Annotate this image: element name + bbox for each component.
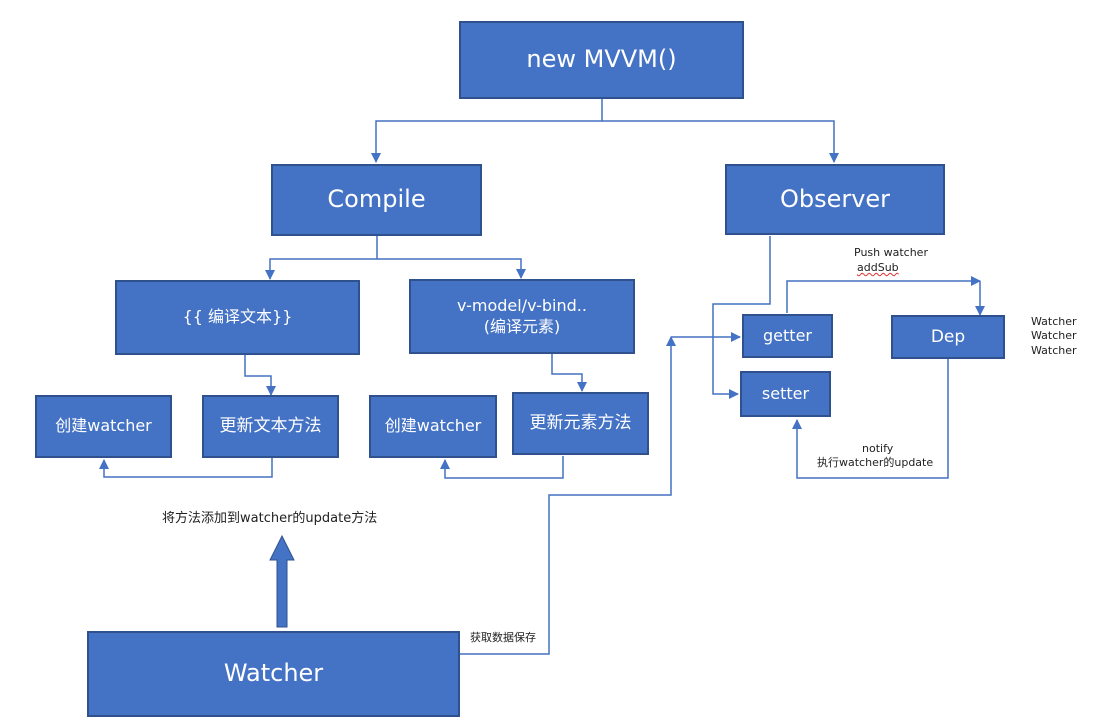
connector-compile-element [377,258,526,279]
dep-subscriber: Watcher [1031,329,1077,343]
connector-dep-notify [792,358,949,479]
connector-update-element-watcher [440,456,564,479]
compile-text-label: {{ 编译文本}} [182,307,293,327]
update-text-method-label: 更新文本方法 [219,416,322,437]
compile-element-label-2: (编译元素) [483,316,561,336]
connector-watcher-getter [460,336,676,655]
mvvm-box: new MVVM() [459,21,744,99]
dep-box: Dep [891,315,1005,359]
add-sub-label: addSub [857,261,899,274]
update-element-method-label: 更新元素方法 [529,413,632,434]
connector-mvvm-split [371,98,603,163]
mvvm-label: new MVVM() [526,45,677,74]
add-to-update-label: 将方法添加到watcher的update方法 [162,511,378,526]
connector-observer-getter-setter [712,236,771,399]
compile-box: Compile [271,164,482,236]
create-watcher-label-2: 创建watcher [384,416,482,436]
exec-update-label: 执行watcher的update [817,456,934,469]
create-watcher-box-1: 创建watcher [35,395,172,458]
observer-label: Observer [779,184,891,213]
setter-box: setter [740,371,831,417]
update-element-method-box: 更新元素方法 [512,392,649,455]
create-watcher-label-1: 创建watcher [55,416,152,436]
notify-label: notify [862,442,894,455]
compile-text-box: {{ 编译文本}} [115,280,360,355]
connector-text-update [244,355,276,396]
connector-compile-text [265,236,378,280]
update-text-method-box: 更新文本方法 [202,395,339,458]
dep-subscribers: Watcher Watcher Watcher [1031,315,1077,358]
watcher-box: Watcher [87,631,460,717]
get-data-save-label: 获取数据保存 [470,631,536,644]
dep-label: Dep [930,326,966,347]
watcher-up-arrow [269,534,295,628]
observer-box: Observer [725,164,945,235]
connector-mvvm-observer [602,120,839,163]
getter-label: getter [763,325,812,345]
compile-element-label-1: v-model/v-bind.. [457,295,587,315]
compile-label: Compile [327,185,426,214]
setter-label: setter [761,383,810,403]
connector-element-update [551,353,587,392]
watcher-label: Watcher [223,659,324,688]
connector-getter-dep [786,276,981,313]
dep-subscriber: Watcher [1031,315,1077,328]
compile-element-box: v-model/v-bind.. (编译元素) [409,279,635,354]
dep-subscriber: Watcher [1031,343,1077,357]
connector-update-text-watcher [99,458,273,478]
create-watcher-box-2: 创建watcher [369,395,497,458]
push-watcher-label: Push watcher [854,246,928,259]
getter-box: getter [742,314,833,358]
